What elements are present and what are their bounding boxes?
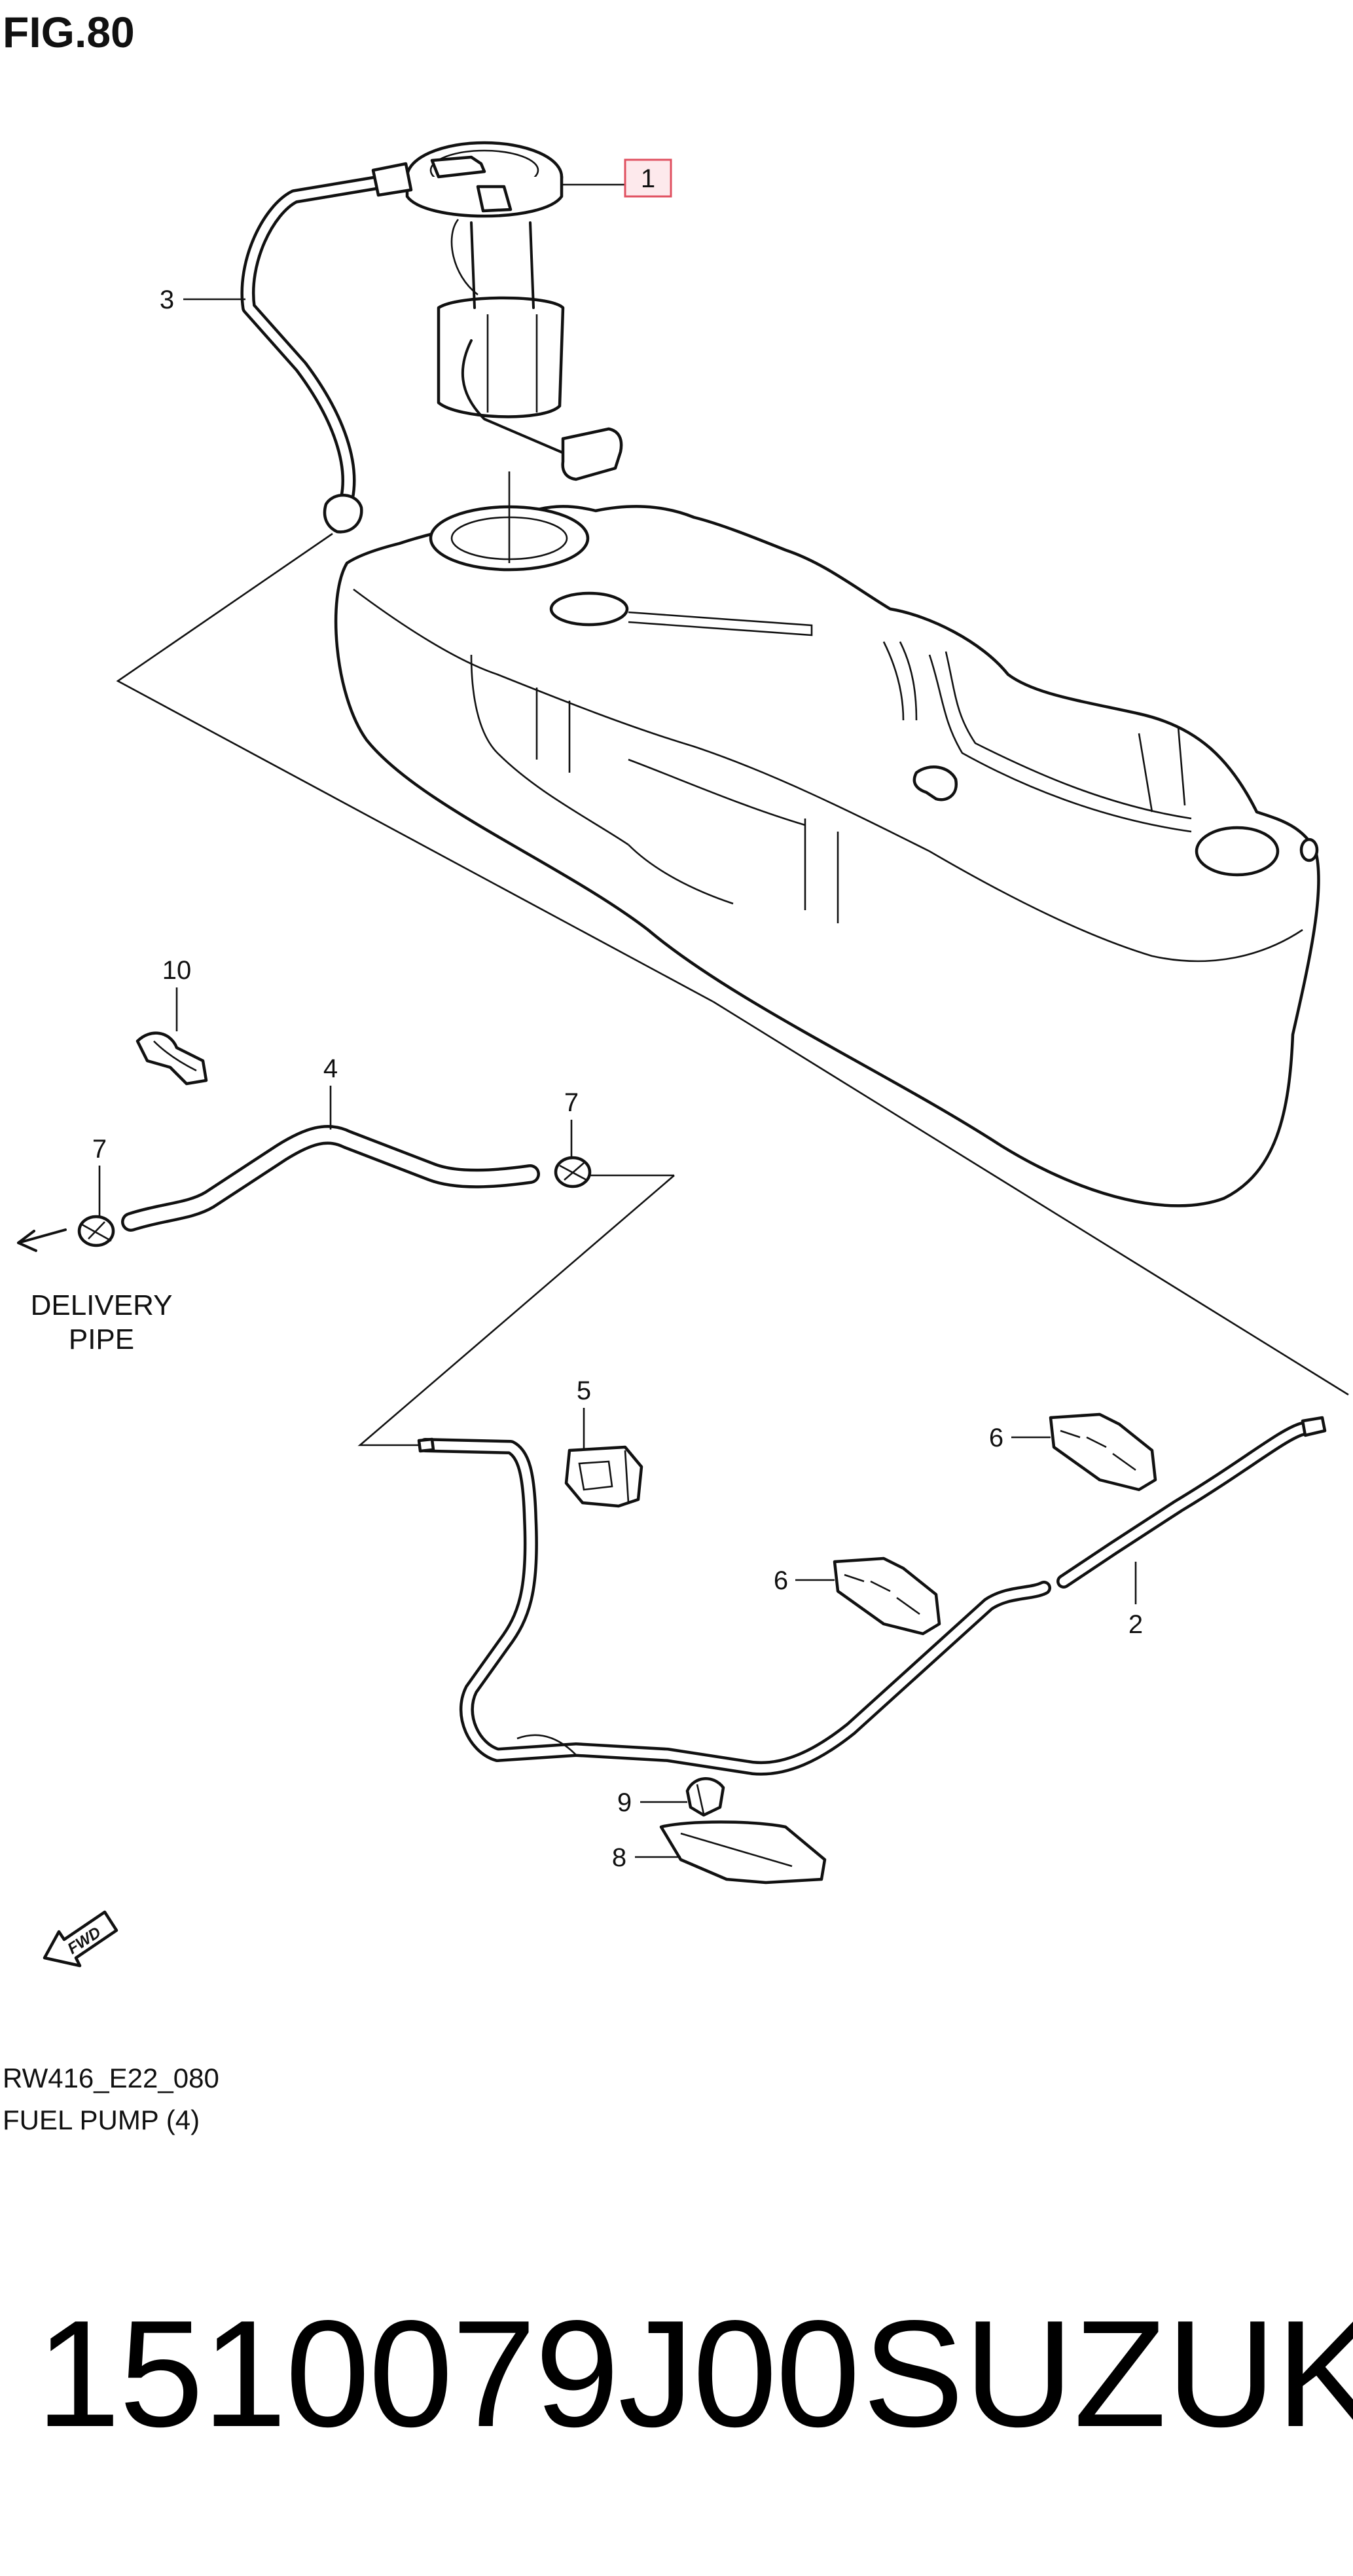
figure-title: FIG.80: [3, 8, 135, 56]
delivery-pipe-label-line1: DELIVERY: [31, 1289, 173, 1321]
callout-7-right: 7: [564, 1088, 579, 1159]
fuel-pump-assembly: [405, 141, 623, 563]
callout-3-number: 3: [160, 285, 174, 314]
delivery-pipe-arrow: [17, 1228, 67, 1252]
callout-1-highlight-box: [624, 158, 672, 198]
callout-7-left: 7: [92, 1135, 107, 1218]
callout-1-number: 1: [641, 164, 655, 193]
clip-9: [685, 1777, 725, 1817]
fuel-tank: [334, 505, 1320, 1207]
pipe-clamp-5: [564, 1445, 643, 1508]
callout-5-number: 5: [577, 1376, 591, 1405]
callout-7-right-number: 7: [564, 1088, 579, 1117]
fwd-marker: FWD: [43, 1910, 118, 1968]
callout-8: 8: [612, 1843, 681, 1872]
callout-9-number: 9: [617, 1788, 632, 1817]
callout-4-number: 4: [323, 1054, 338, 1083]
pipe-clamp-6-upper: [1049, 1412, 1157, 1492]
hose-clip-7-left: [77, 1215, 115, 1247]
callout-6-upper-number: 6: [989, 1424, 1003, 1452]
reference-lines: [116, 532, 1349, 1446]
pipe-clamp-6-lower: [833, 1556, 941, 1636]
callout-4: 4: [323, 1054, 338, 1130]
figure-caption: FUEL PUMP (4): [3, 2105, 200, 2135]
callout-8-number: 8: [612, 1843, 626, 1872]
callout-1: 1: [563, 158, 672, 198]
callout-6-lower-number: 6: [774, 1566, 788, 1595]
fuel-hose-4: [121, 1125, 540, 1232]
clamp-10: [135, 1031, 208, 1086]
hose-clip-7-right: [554, 1156, 592, 1188]
protector-8: [659, 1820, 827, 1885]
delivery-pipe-label-line2: PIPE: [69, 1323, 134, 1355]
callout-9: 9: [617, 1788, 687, 1817]
figure-code: RW416_E22_080: [3, 2063, 219, 2093]
callout-10: 10: [162, 956, 192, 1031]
callout-2: 2: [1128, 1562, 1143, 1639]
brand-name: SUZUKI: [863, 2289, 1353, 2459]
callout-7-left-number: 7: [92, 1135, 107, 1164]
callout-10-number: 10: [162, 956, 192, 985]
callout-2-number: 2: [1128, 1610, 1143, 1639]
callout-3: 3: [160, 285, 245, 314]
part-number-banner: [0, 2141, 1353, 2576]
fuel-feed-pipe-2: [417, 1416, 1327, 1776]
parts-diagram: FIG.80: [3, 8, 1349, 2135]
callout-5: 5: [577, 1376, 591, 1448]
part-number: 1510079J00: [36, 2289, 860, 2459]
callout-6-upper: 6: [989, 1424, 1051, 1452]
callout-6-lower: 6: [774, 1566, 835, 1595]
fuel-hose-3: [240, 162, 413, 534]
